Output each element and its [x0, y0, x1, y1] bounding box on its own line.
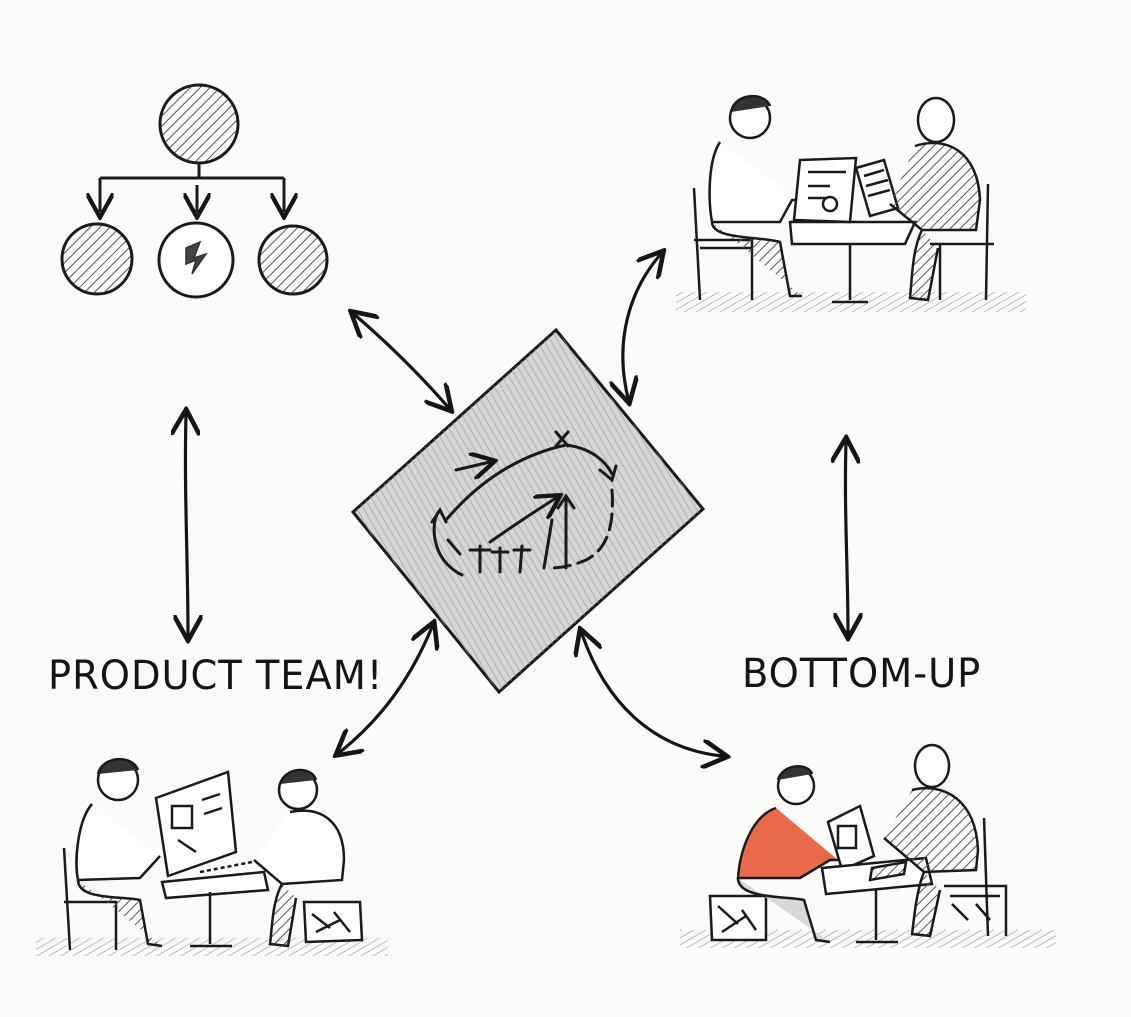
- arrow-left-vertical: [185, 415, 188, 635]
- arrow-center-bottomright: [582, 634, 722, 756]
- bottom-up-label: BOTTOM-UP: [742, 654, 981, 694]
- collaboration-at-table-icon: [680, 745, 1056, 948]
- arrow-topright-center: [623, 255, 660, 398]
- arrow-right-vertical: [845, 443, 848, 633]
- pair-at-computer-icon: [36, 759, 388, 956]
- arrow-topleft-center: [355, 315, 448, 407]
- process-cycle-diamond-icon: [353, 330, 703, 692]
- org-hierarchy-icon: [62, 85, 327, 297]
- product-team-label: PRODUCT TEAM!: [48, 656, 383, 696]
- meeting-at-table-icon: [676, 96, 1026, 312]
